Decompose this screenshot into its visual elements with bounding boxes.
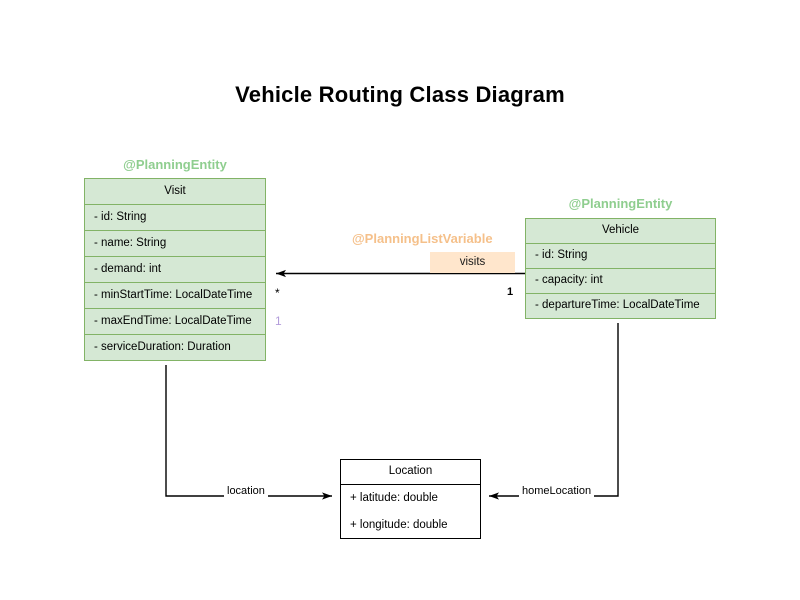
class-attribute: - maxEndTime: LocalDateTime <box>84 308 266 335</box>
class-box-visit[interactable]: Visit - id: String - name: String - dema… <box>84 178 266 361</box>
visits-stereotype-annotation: @PlanningListVariable <box>352 231 493 246</box>
class-box-vehicle[interactable]: Vehicle - id: String - capacity: int - d… <box>525 218 716 319</box>
class-name-vehicle: Vehicle <box>525 218 716 244</box>
multiplicity-visit-side-secondary: 1 <box>275 314 282 328</box>
edge-label-visits: visits <box>430 252 515 273</box>
class-name-location: Location <box>341 460 480 485</box>
visit-stereotype-annotation: @PlanningEntity <box>123 157 227 172</box>
class-attribute: - id: String <box>84 204 266 231</box>
class-attribute: - capacity: int <box>525 268 716 294</box>
edge-label-location: location <box>224 485 268 498</box>
class-attribute: - departureTime: LocalDateTime <box>525 293 716 319</box>
class-box-location[interactable]: Location + latitude: double + longitude:… <box>340 459 481 539</box>
edge-visit-location <box>165 365 332 500</box>
class-attribute: + latitude: double <box>350 491 438 504</box>
edge-label-home-location: homeLocation <box>519 485 595 498</box>
vehicle-stereotype-annotation: @PlanningEntity <box>568 196 673 211</box>
multiplicity-vehicle-side: 1 <box>507 286 514 298</box>
edge-vehicle-home-location <box>489 323 619 500</box>
class-attribute: - id: String <box>525 243 716 269</box>
class-attribute: - demand: int <box>84 256 266 283</box>
multiplicity-visit-side: * <box>275 286 280 300</box>
page-title: Vehicle Routing Class Diagram <box>235 82 565 107</box>
class-attribute: + longitude: double <box>350 518 448 531</box>
class-name-visit: Visit <box>84 178 266 205</box>
class-attribute: - name: String <box>84 230 266 257</box>
class-attribute: - serviceDuration: Duration <box>84 334 266 361</box>
class-attribute: - minStartTime: LocalDateTime <box>84 282 266 309</box>
